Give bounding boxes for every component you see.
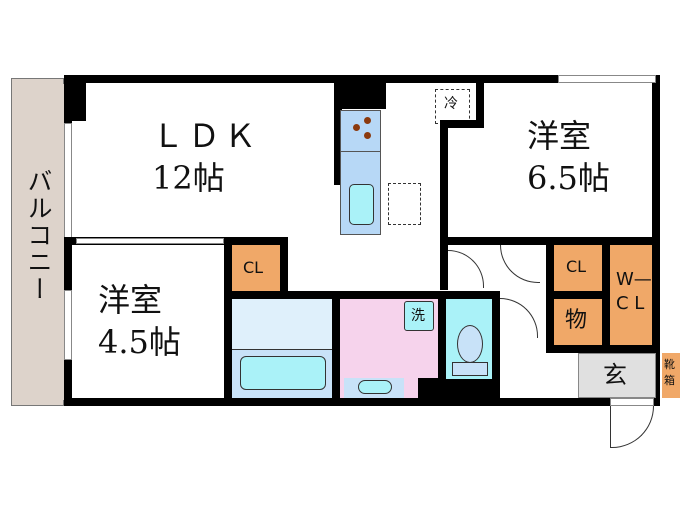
refrigerator-label: 冷 <box>444 96 458 112</box>
sink-icon <box>349 184 374 225</box>
wall-bedroom-large-bottom <box>440 237 660 245</box>
door-hall-left[interactable] <box>448 250 484 288</box>
washer-label: 洗 <box>411 308 425 324</box>
wall-bedroom-large-notch <box>440 120 484 128</box>
wall-bath-top <box>224 291 500 299</box>
bedroom-small-size: 4.5帖 <box>98 323 181 361</box>
wall-cl-right <box>280 237 288 297</box>
toilet-bowl-icon <box>457 325 483 363</box>
wall-toilet-left <box>438 291 446 405</box>
ldk-label: ＬＤＫ <box>152 117 261 155</box>
sliding-door-bedroom-small[interactable] <box>76 238 224 244</box>
washer-space <box>404 301 434 331</box>
door-hall-right[interactable] <box>500 245 540 283</box>
wall-bedroom-large-left <box>440 128 448 290</box>
washbasin-bowl-icon <box>358 380 392 394</box>
wall-toilet-bottom <box>446 379 500 405</box>
toilet-tank-icon <box>452 362 488 376</box>
wall-bedroom-small-right <box>224 245 232 405</box>
window-bedroom-large-top[interactable] <box>558 75 656 83</box>
bedroom-large-size: 6.5帖 <box>527 159 610 197</box>
bedroom-large-label: 洋室 <box>527 117 592 155</box>
window-bedroom-small-left[interactable] <box>64 290 72 360</box>
closet-bedroom-small <box>232 245 280 291</box>
kitchen-stove <box>340 110 381 152</box>
window-ldk-left[interactable] <box>64 123 72 238</box>
wall-closet-block-left <box>546 245 554 351</box>
wall-closet-divider-v <box>602 245 610 351</box>
door-entrance[interactable] <box>610 406 654 448</box>
storage <box>554 299 602 345</box>
balcony-label: バルコニー <box>24 168 53 303</box>
appliance-space <box>388 183 421 225</box>
balcony-inner <box>18 84 64 400</box>
door-toilet[interactable] <box>500 298 538 338</box>
burner-icon <box>353 124 360 131</box>
entrance <box>578 353 656 398</box>
wall-bedroom-large-notch-v <box>476 75 484 128</box>
entrance-label: 玄 <box>603 361 627 389</box>
ldk-size: 12帖 <box>152 159 225 197</box>
wall-toilet-right <box>492 291 500 405</box>
burner-icon <box>364 117 371 124</box>
closet-hall-label: CL <box>566 257 587 276</box>
burner-icon <box>364 132 371 139</box>
shoe-box-label: 靴 箱 <box>664 358 675 387</box>
storage-label: 物 <box>565 308 588 333</box>
closet-hall <box>554 245 602 291</box>
bedroom-small-label: 洋室 <box>98 281 163 319</box>
wall-bath-right <box>332 291 340 405</box>
entrance-door-frame[interactable] <box>610 398 654 406</box>
walk-in-closet <box>610 245 652 345</box>
kitchen-wall <box>334 75 386 109</box>
bathtub-icon <box>240 356 326 390</box>
wall-corner-ldk <box>64 75 86 121</box>
closet-bedroom-small-label: CL <box>243 258 264 277</box>
kitchen-wall-side <box>334 75 342 185</box>
bath-dry-area <box>232 299 332 349</box>
walk-in-closet-label: W— C L <box>616 269 652 314</box>
wall-closet-divider-h <box>554 291 602 299</box>
wall-bottom <box>64 398 659 406</box>
shoe-box <box>662 353 680 398</box>
